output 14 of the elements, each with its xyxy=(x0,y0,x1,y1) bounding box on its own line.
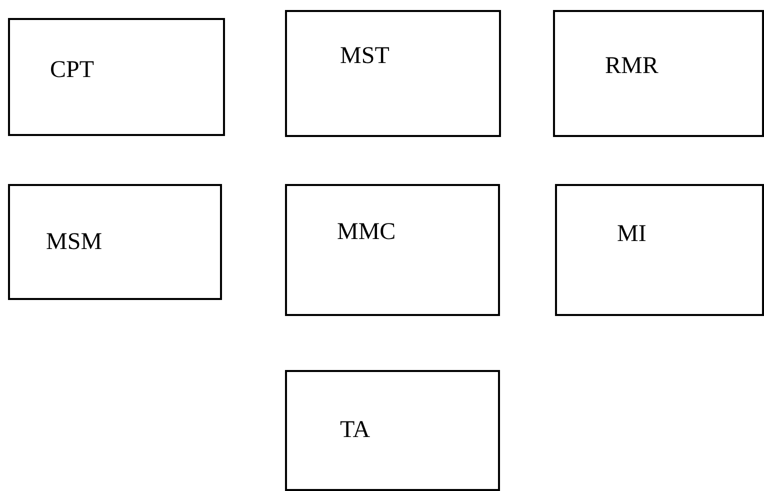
process-box xyxy=(285,10,501,137)
box-label: RMR xyxy=(605,54,658,78)
process-box xyxy=(553,10,764,137)
box-label: CPT xyxy=(50,58,94,82)
process-box xyxy=(285,184,500,316)
process-box xyxy=(8,18,225,136)
box-label: MMC xyxy=(337,220,396,244)
box-label: MST xyxy=(340,44,390,68)
box-label: MI xyxy=(617,222,646,246)
process-box xyxy=(285,370,500,491)
process-box xyxy=(555,184,764,316)
box-label: TA xyxy=(340,418,370,442)
box-label: MSM xyxy=(46,230,102,254)
process-box xyxy=(8,184,222,300)
